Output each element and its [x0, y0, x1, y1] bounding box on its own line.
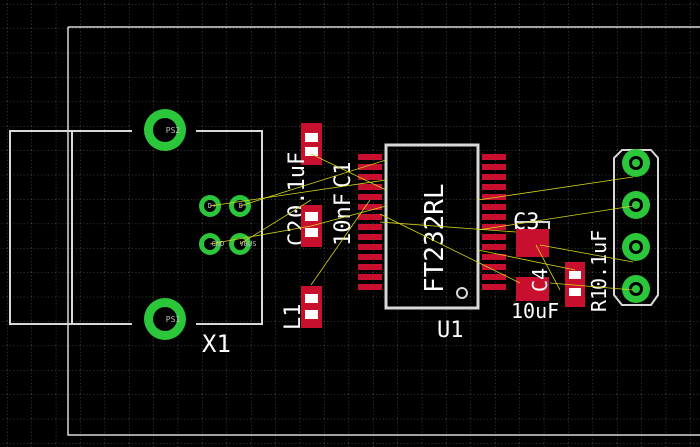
r1-body-top: [569, 271, 581, 279]
airwire-13: [549, 282, 634, 291]
u1-pin[interactable]: [358, 214, 382, 220]
u1-pin[interactable]: [482, 204, 506, 210]
u1-name-label: U1: [437, 318, 464, 343]
u1-pin[interactable]: [358, 154, 382, 160]
pad-label-d-minus: D-: [239, 202, 247, 210]
c4-value-label: 10uF: [511, 299, 559, 323]
x1-shield-pad-ps2[interactable]: PS2: [144, 109, 186, 151]
r1-resistor[interactable]: R1 0.1uF: [565, 230, 611, 312]
u1-pin[interactable]: [358, 244, 382, 250]
c2-body-bottom: [305, 147, 318, 156]
u1-pin[interactable]: [358, 264, 382, 270]
u1-pin[interactable]: [482, 174, 506, 180]
r1-value-label: 0.1uF: [587, 230, 611, 290]
jp1-pin[interactable]: [622, 275, 650, 303]
u1-pin[interactable]: [482, 214, 506, 220]
airwire-12: [539, 244, 634, 263]
pad-label-vbus: VBUS: [240, 240, 257, 248]
airwire-2: [239, 159, 387, 207]
airwire-6: [310, 205, 387, 227]
airwires: [209, 153, 634, 291]
u1-pin[interactable]: [358, 174, 382, 180]
x1-name-label: X1: [202, 330, 231, 358]
c2-body-top: [305, 133, 318, 142]
airwire-10: [477, 176, 634, 201]
u1-pin[interactable]: [358, 274, 382, 280]
airwire-11: [477, 205, 634, 231]
u1-pin[interactable]: [482, 264, 506, 270]
pad-label-ps1: PS1: [166, 315, 181, 324]
u1-left-pins: [358, 154, 382, 290]
airwire-9: [379, 221, 517, 233]
c4-capacitor[interactable]: C4 10uF: [511, 268, 559, 323]
airwire-7: [310, 199, 371, 286]
u1-pin[interactable]: [482, 244, 506, 250]
u1-value-label: FT232RL: [420, 183, 450, 293]
u1-pin[interactable]: [358, 254, 382, 260]
airwire-8: [379, 213, 521, 284]
u1-pin[interactable]: [358, 284, 382, 290]
jp1-pin[interactable]: [622, 233, 650, 261]
airwire-14: [477, 249, 576, 271]
jp1-pin[interactable]: [622, 149, 650, 177]
board-outline: [67, 27, 700, 436]
c3-pad: [516, 229, 549, 257]
u1-ft232rl-chip[interactable]: FT232RL U1: [358, 143, 506, 343]
u1-right-pins: [482, 154, 506, 290]
pad-label-gnd: GND: [212, 240, 225, 248]
c3-outline: [515, 221, 550, 229]
u1-pin[interactable]: [482, 164, 506, 170]
c4-name-label: C4: [528, 268, 552, 292]
airwire-5: [310, 153, 387, 191]
u1-pin1-marker: [456, 287, 468, 299]
u1-pin[interactable]: [358, 234, 382, 240]
l1-body-top: [305, 294, 318, 303]
u1-pin[interactable]: [482, 284, 506, 290]
airwire-1: [209, 179, 387, 207]
u1-pin[interactable]: [358, 164, 382, 170]
airwire-15: [535, 244, 561, 291]
u1-body-outline: [384, 143, 480, 310]
l1-name-label: L1: [281, 304, 306, 331]
u1-pin[interactable]: [358, 184, 382, 190]
u1-pin[interactable]: [482, 254, 506, 260]
u1-pin[interactable]: [482, 184, 506, 190]
c1-body-bottom: [305, 228, 318, 237]
u1-pin[interactable]: [482, 274, 506, 280]
jp1-pins: [622, 149, 650, 303]
r1-name-label: R1: [587, 288, 611, 312]
r1-body-bottom: [569, 288, 581, 296]
jp1-pin-header[interactable]: [613, 149, 659, 306]
u1-pin[interactable]: [358, 194, 382, 200]
l1-body-bottom: [305, 310, 318, 319]
jp1-outline: [613, 149, 659, 306]
jp1-pin[interactable]: [622, 191, 650, 219]
u1-pin[interactable]: [482, 194, 506, 200]
x1-shield-pad-ps1[interactable]: PS1: [144, 298, 186, 340]
u1-pin[interactable]: [358, 204, 382, 210]
u1-pin[interactable]: [358, 224, 382, 230]
pad-label-ps2: PS2: [166, 126, 181, 135]
airwire-3: [209, 225, 312, 245]
c1-body-top: [305, 212, 318, 221]
u1-pin[interactable]: [482, 234, 506, 240]
l1-inductor[interactable]: L1: [281, 286, 322, 330]
c4-pad: [516, 277, 549, 301]
u1-pin[interactable]: [482, 224, 506, 230]
airwire-4: [239, 199, 312, 245]
u1-pin[interactable]: [482, 154, 506, 160]
